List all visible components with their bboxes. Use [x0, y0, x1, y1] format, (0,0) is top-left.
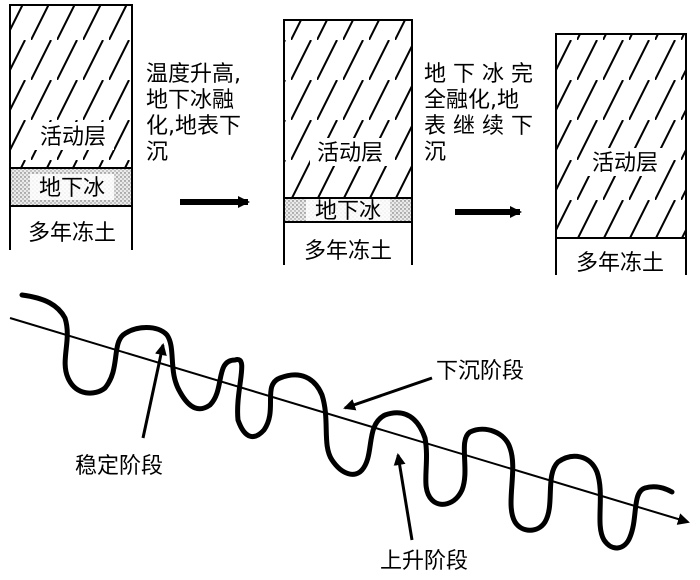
note2-line3: 表 继 续 下 [424, 114, 533, 139]
stage2-ground-ice-label-bg [306, 199, 390, 221]
uplift-label: 上升阶段 [380, 549, 468, 574]
uplift-pointer [393, 453, 414, 541]
note1-line2: 地下冰融 [146, 88, 234, 113]
note2-line1: 地 下 冰 完 [424, 62, 533, 87]
stage3-active-layer-label: 活动层 [592, 151, 658, 176]
stage1-active-layer-label-bg [32, 122, 114, 150]
stage2-active-layer-label-bg [310, 138, 392, 166]
note2-line2: 全融化,地 [424, 88, 519, 113]
note1: 温度升高, 地下冰融 化,地表下 沉 [146, 62, 241, 165]
subsidence-label: 下沉阶段 [436, 359, 524, 384]
stage3-permafrost-label: 多年冻土 [576, 251, 664, 276]
stage1-active-layer-label: 活动层 [40, 125, 106, 150]
stage2-column: 活动层 地下冰 多年冻土 [283, 19, 413, 265]
stage1-permafrost-label: 多年冻土 [28, 221, 116, 246]
stage3-active-layer [555, 33, 687, 239]
note1-line1: 温度升高, [146, 62, 241, 87]
stable-label: 稳定阶段 [75, 454, 163, 479]
note2: 地 下 冰 完 全融化,地 表 继 续 下 沉 [424, 62, 533, 165]
note1-line4: 沉 [146, 140, 168, 165]
stage1-ground-ice-label: 地下冰 [39, 176, 105, 201]
note1-line3: 化,地表下 [146, 114, 241, 139]
oscillation-wave [19, 292, 675, 551]
stage2-active-layer [283, 19, 413, 199]
stage2-permafrost-label: 多年冻土 [304, 239, 392, 264]
subsidence-pointer [343, 376, 433, 411]
stage1-ground-ice-label-bg [30, 174, 114, 200]
stage2-ground-ice-label: 地下冰 [315, 199, 381, 224]
stage2-active-layer-label: 活动层 [317, 141, 383, 166]
note2-line4: 沉 [424, 140, 446, 165]
stable-pointer [141, 343, 167, 439]
stage3-active-layer-label-bg [584, 148, 666, 176]
stage1-column: 活动层 地下冰 多年冻土 [9, 4, 133, 250]
trend-line [9, 317, 690, 525]
stage3-column: 活动层 多年冻土 [555, 33, 687, 276]
